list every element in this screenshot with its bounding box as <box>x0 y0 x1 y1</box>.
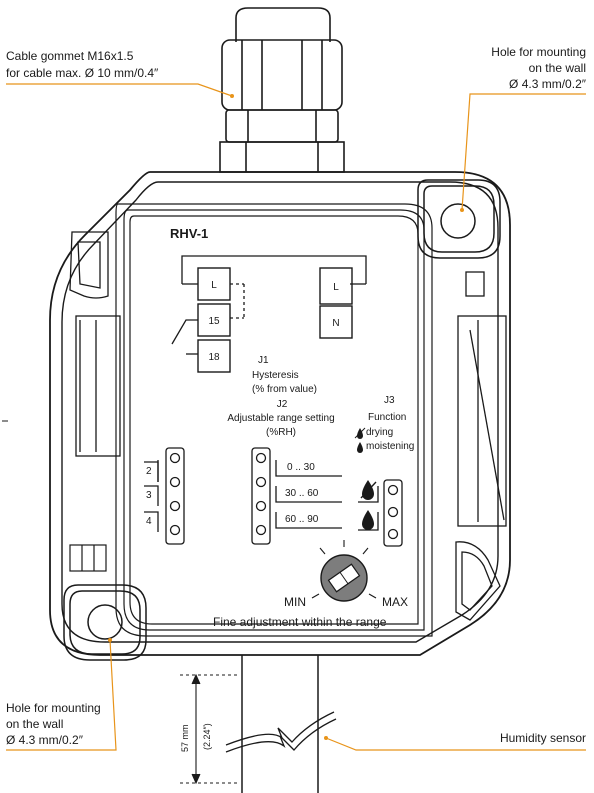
hole-bottom-left-callout: Ø 4.3 mm/0.2″ <box>6 733 84 747</box>
leader-dot <box>108 638 112 642</box>
terminal-label: L <box>333 282 339 293</box>
dimension-imperial: (2.24″) <box>202 723 212 750</box>
range-option: 60 .. 90 <box>285 514 319 525</box>
hysteresis-option: 4 <box>146 516 152 527</box>
humidity-sensor-probe <box>225 655 337 793</box>
leader-dot <box>230 94 234 98</box>
terminal-wiring <box>171 255 367 355</box>
hole-top-right-callout: Hole for mounting <box>491 45 586 59</box>
hysteresis-option: 2 <box>146 466 152 477</box>
terminal-block-left <box>197 267 231 373</box>
terminal-block-right <box>319 267 353 339</box>
mounting-hole-top-right <box>417 179 501 259</box>
range-jumper <box>251 447 342 545</box>
j3-label: drying <box>366 427 393 438</box>
hole-bottom-left-callout: on the wall <box>6 717 63 731</box>
j1-label: J1 <box>258 355 269 366</box>
mounting-hole-bottom-left <box>63 584 147 661</box>
cable-gland <box>219 7 345 173</box>
range-option: 30 .. 60 <box>285 488 319 499</box>
j2-label: J2 <box>277 399 288 410</box>
cable-gommet-callout: Cable gommet M16x1.5 <box>6 49 134 63</box>
j2-label: Adjustable range setting <box>227 413 334 424</box>
leader-dot <box>324 736 328 740</box>
moistening-icon <box>357 442 363 453</box>
humidity-sensor-callout: Humidity sensor <box>500 731 586 745</box>
terminal-label: 15 <box>208 316 220 327</box>
hole-bottom-left-leader <box>6 639 117 751</box>
hole-bottom-left-callout: Hole for mounting <box>6 701 101 715</box>
housing <box>49 171 511 656</box>
terminal-label: 18 <box>208 352 220 363</box>
drying-icon <box>360 480 377 500</box>
j3-label: Function <box>368 412 406 423</box>
j1-label: (% from value) <box>252 384 317 395</box>
dial-min-label: MIN <box>284 595 306 609</box>
terminal-label: N <box>332 318 339 329</box>
side-tab-left <box>69 231 121 457</box>
length-dimension <box>180 673 240 785</box>
j1-label: Hysteresis <box>252 370 299 381</box>
hysteresis-jumper <box>144 447 185 545</box>
range-option: 0 .. 30 <box>287 462 315 473</box>
terminal-label: L <box>211 280 217 291</box>
dimension-metric: 57 mm <box>180 724 190 752</box>
moistening-icon <box>362 510 374 530</box>
hole-top-right-leader <box>461 93 586 211</box>
leader-dot <box>460 208 464 212</box>
fine-adjust-dial <box>311 540 377 602</box>
function-jumper <box>358 479 403 547</box>
j3-label: J3 <box>384 395 395 406</box>
cable-gommet-leader <box>6 83 233 97</box>
vent-slots <box>69 544 107 572</box>
cable-gommet-callout: for cable max. Ø 10 mm/0.4″ <box>6 66 159 80</box>
side-tab-right <box>455 271 507 621</box>
drying-icon <box>354 427 366 439</box>
dial-max-label: MAX <box>382 595 408 609</box>
humidity-sensor-leader <box>325 737 586 751</box>
hole-top-right-callout: Ø 4.3 mm/0.2″ <box>509 77 587 91</box>
hole-top-right-callout: on the wall <box>529 61 586 75</box>
model-label: RHV-1 <box>170 226 208 241</box>
j2-label: (%RH) <box>266 427 296 438</box>
hysteresis-option: 3 <box>146 490 152 501</box>
j3-label: moistening <box>366 441 414 452</box>
fine-adjust-label: Fine adjustment within the range <box>213 615 387 629</box>
